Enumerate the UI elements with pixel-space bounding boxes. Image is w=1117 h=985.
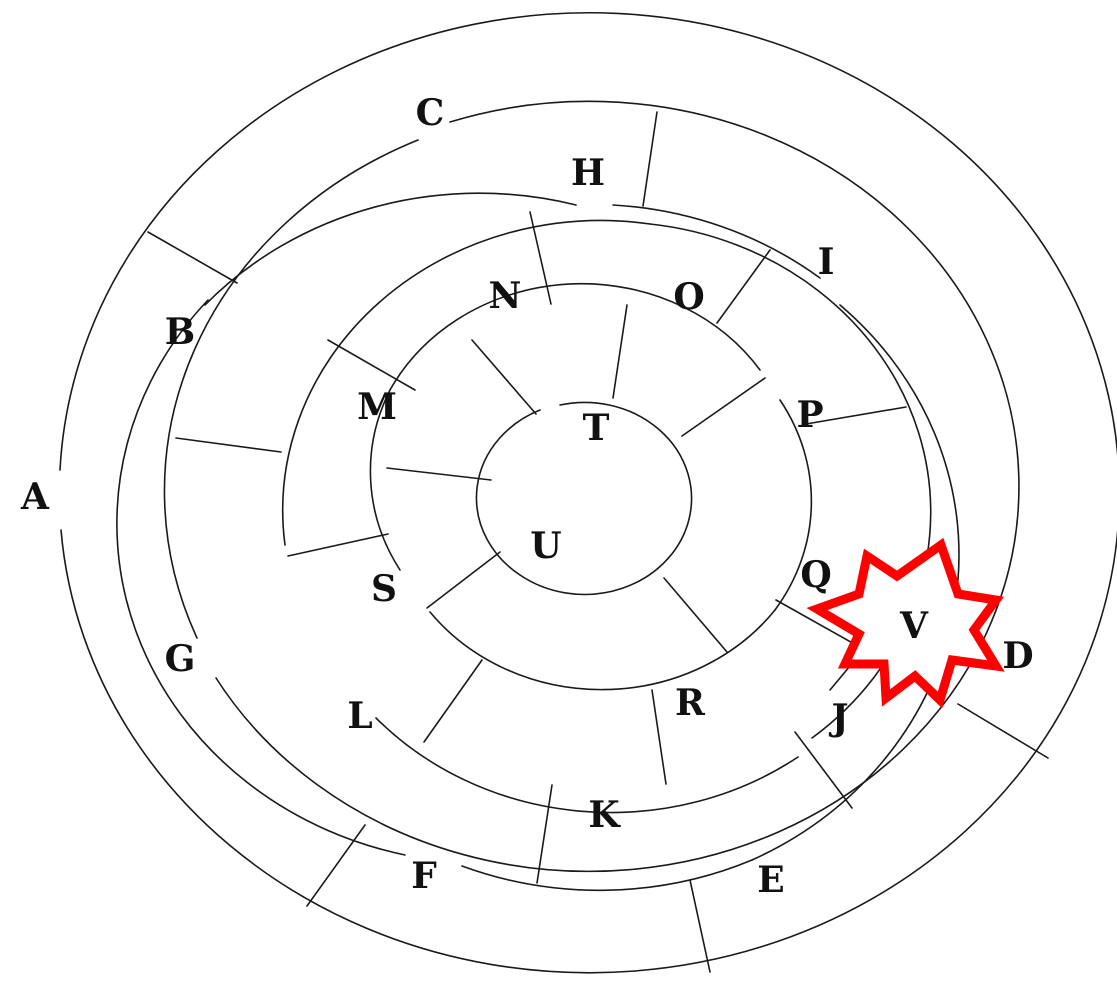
radial-wall-l-k — [423, 659, 483, 743]
cell-label-l: L — [347, 695, 372, 737]
ring5-wall-upper — [389, 282, 761, 391]
ring4-wall-bottom — [375, 717, 799, 814]
inner-ring-wall-right — [519, 401, 693, 596]
radial-wall-u-s — [426, 551, 501, 609]
radial-wall-a-b — [147, 231, 238, 284]
ring3-wall-left — [116, 299, 406, 856]
ring5-wall-lower — [429, 609, 776, 691]
cell-label-e: E — [757, 859, 784, 901]
radial-wall-m-n — [327, 339, 416, 391]
ring5-wall-right — [774, 399, 813, 611]
cell-label-v: V — [899, 605, 929, 647]
radial-wall-b-g — [175, 437, 282, 453]
cell-label-k: K — [588, 794, 621, 836]
ring4-wall-top — [282, 219, 651, 546]
cell-label-t: T — [583, 407, 610, 449]
radial-wall-k-f — [536, 784, 553, 884]
ring2-wall-upper — [215, 100, 1020, 873]
radial-wall-n-o — [612, 304, 628, 399]
cell-label-m: M — [357, 386, 397, 428]
radial-wall-i-j — [805, 406, 907, 425]
cell-label-o: O — [673, 276, 704, 318]
cell-label-b: B — [165, 311, 195, 353]
inner-ring-wall-left — [475, 409, 541, 576]
radial-wall-e-f — [689, 879, 711, 973]
ring3-wall-top-left — [204, 192, 577, 306]
cell-label-s: S — [371, 568, 397, 610]
ring5-wall-left — [369, 389, 401, 571]
cell-label-q: Q — [800, 554, 831, 596]
radial-wall-o-i — [716, 249, 771, 324]
starburst-icon — [806, 537, 1005, 709]
cell-label-j: J — [828, 697, 848, 739]
radial-wall-m-s — [386, 467, 492, 481]
ring3-wall-bottom — [461, 859, 753, 892]
cell-label-p: P — [796, 394, 823, 436]
radial-wall-d-e — [957, 703, 1049, 759]
radial-wall-q-v — [775, 599, 866, 651]
radial-wall-r-q — [663, 577, 728, 653]
radial-wall-g-l — [287, 533, 389, 557]
radial-wall-n-t — [471, 339, 537, 415]
radial-wall-c-d — [642, 111, 658, 207]
cell-label-g: G — [165, 638, 196, 680]
ring3-wall-top-right — [612, 204, 821, 279]
radial-wall-k-j — [651, 689, 667, 785]
cell-label-h: H — [571, 152, 605, 194]
cell-label-u: U — [530, 525, 561, 567]
outer-ring-wall — [59, 11, 1117, 974]
cell-label-n: N — [489, 275, 522, 317]
radial-wall-h-i — [529, 211, 552, 305]
radial-wall-p-q — [681, 377, 766, 437]
cell-label-f: F — [411, 855, 437, 897]
cell-labels: A B C D E F G H I J K L M N O P Q R S T … — [20, 92, 1034, 901]
cell-label-i: I — [818, 241, 835, 283]
cell-label-c: C — [416, 92, 445, 134]
cell-label-d: D — [1002, 635, 1033, 677]
radial-wall-j-e — [794, 731, 853, 809]
cell-label-r: R — [675, 682, 706, 724]
ring2-wall-left — [163, 139, 419, 639]
cell-label-a: A — [20, 476, 50, 518]
radial-wall-f-g — [306, 824, 366, 907]
